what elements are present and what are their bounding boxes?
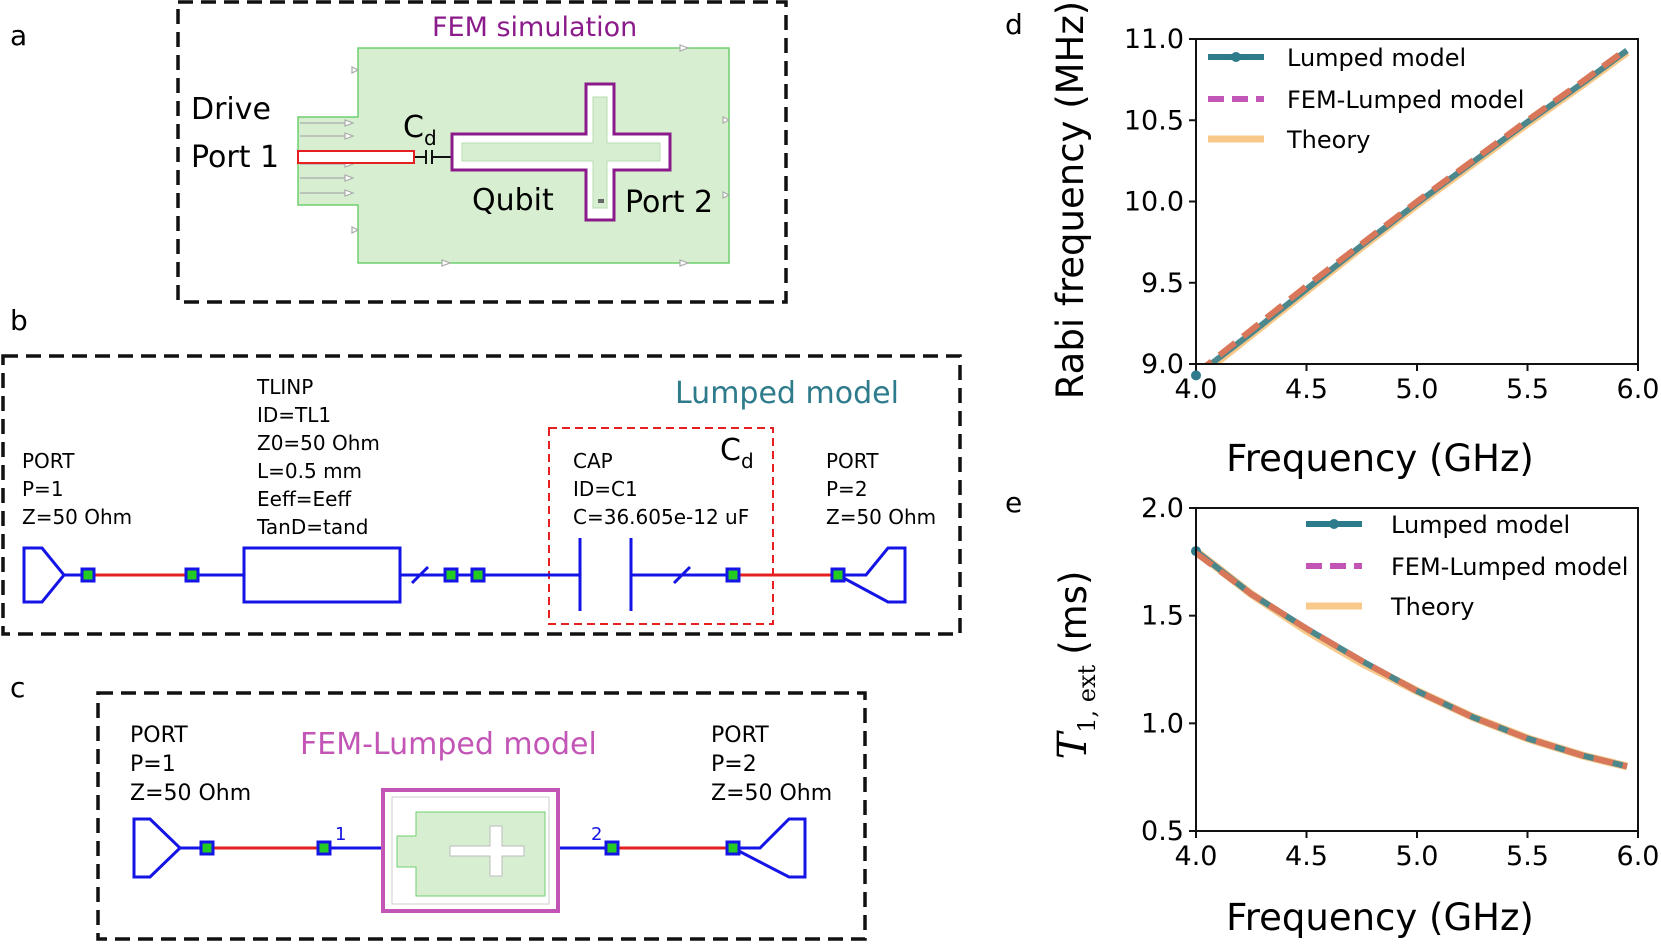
nodes-c [199, 840, 741, 856]
panel-letter-d: d [1005, 8, 1023, 41]
e-legend-theory: Theory [1390, 593, 1474, 621]
series-line-lumped [1196, 548, 1628, 770]
panel-b: b Lumped model PORT P=1 Z=50 Ohm TLINP I… [1, 304, 962, 636]
series-line-fem-lumped [1196, 550, 1628, 770]
d-legend-fem: FEM-Lumped model [1287, 86, 1524, 114]
series-line-theory [1196, 547, 1628, 771]
e-legend-fem: FEM-Lumped model [1391, 553, 1628, 581]
port-2-label: Port 2 [625, 185, 713, 220]
panel-letter-b: b [10, 304, 28, 337]
x-tick-label: 6.0 [1617, 841, 1660, 872]
d-y-axis-label: Rabi frequency (MHz) [1049, 1, 1092, 399]
x-tick-label: 5.0 [1396, 841, 1439, 872]
panel-c: c FEM-Lumped model PORT P=1 Z=50 Ohm POR… [10, 671, 867, 941]
y-tick-label: 1.5 [1141, 601, 1184, 632]
y-tick-label: 11.0 [1124, 24, 1184, 55]
port-1-label: Port 1 [191, 140, 279, 175]
qubit-label: Qubit [472, 183, 554, 218]
e-legend: Lumped model FEM-Lumped model Theory [1306, 511, 1628, 621]
series-point-lumped [1191, 370, 1201, 381]
wire-breaks [410, 565, 692, 585]
d-series-lines [1191, 46, 1630, 381]
qubit-inner [461, 96, 661, 209]
fem-block-qubit [449, 825, 525, 877]
y-tick-label: 9.5 [1141, 268, 1184, 299]
port-1-params: PORT P=1 Z=50 Ohm [22, 449, 132, 529]
e-y-axis-label: T1, ext(ms) [1050, 571, 1101, 760]
panel-a: a FEM simulation Cd Drive Port 1 Qubit P… [10, 0, 788, 304]
d-legend: Lumped model FEM-Lumped model Theory [1208, 44, 1524, 154]
y-tick-label: 2.0 [1141, 493, 1184, 524]
fem-lumped-model-title: FEM-Lumped model [300, 727, 597, 762]
cap-params: CAP ID=C1 C=36.605e-12 uF [573, 449, 749, 529]
y-tick-label: 0.5 [1141, 816, 1184, 847]
y-tick-label: 9.0 [1141, 349, 1184, 380]
x-tick-label: 5.0 [1396, 374, 1439, 405]
cd-highlight-box [548, 427, 774, 625]
cap-symbol [400, 538, 733, 611]
node-2-label: 2 [591, 824, 602, 845]
port-1-symbol [22, 546, 88, 604]
y-tick-label: 1.0 [1141, 708, 1184, 739]
panel-d: d Rabi frequency (MHz) Frequency (GHz) 4… [1005, 1, 1659, 480]
x-tick-label: 4.0 [1175, 841, 1218, 872]
y-tick-label: 10.5 [1124, 105, 1184, 136]
panel-a-frame [176, 0, 788, 304]
tlinp-params: TLINP ID=TL1 Z0=50 Ohm L=0.5 mm Eeff=Eef… [256, 375, 386, 539]
d-legend-marker [1231, 52, 1241, 62]
e-plot-frame [1195, 507, 1639, 832]
fem-simulation-title: FEM simulation [432, 12, 637, 43]
x-tick-label: 5.5 [1506, 841, 1549, 872]
panel-letter-e: e [1005, 486, 1022, 519]
e-legend-marker [1329, 519, 1339, 529]
port-2-symbol-c [732, 817, 807, 879]
d-legend-theory: Theory [1286, 126, 1370, 154]
lumped-model-title: Lumped model [675, 376, 899, 411]
port-1-params-c: PORT P=1 Z=50 Ohm [130, 723, 251, 806]
panel-letter-a: a [10, 19, 27, 52]
d-legend-lumped: Lumped model [1287, 44, 1466, 72]
tlinp-box [242, 546, 402, 604]
port-2-params: PORT P=2 Z=50 Ohm [826, 449, 936, 529]
panel-letter-c: c [10, 671, 25, 704]
panel-e: e T1, ext(ms) Frequency (GHz) 4.0 4.5 5.0 5… [1005, 486, 1659, 939]
e-legend-lumped: Lumped model [1391, 511, 1570, 539]
panel-b-frame [1, 354, 962, 636]
port-2-marker [598, 199, 604, 203]
d-x-axis-label: Frequency (GHz) [1226, 437, 1534, 480]
nodes-b [80, 567, 846, 583]
x-tick-label: 5.5 [1506, 374, 1549, 405]
x-tick-label: 6.0 [1617, 374, 1660, 405]
feedline [297, 150, 415, 164]
series-line-fem-lumped [1203, 46, 1629, 364]
port-1-symbol-c [132, 817, 207, 879]
y-tick-label: 10.0 [1124, 187, 1184, 218]
node-1-label: 1 [335, 824, 346, 845]
x-tick-label: 4.5 [1285, 841, 1328, 872]
port-2-params-c: PORT P=2 Z=50 Ohm [711, 723, 832, 806]
e-x-axis-label: Frequency (GHz) [1226, 896, 1534, 939]
e-ticks: 4.0 4.5 5.0 5.5 6.0 0.5 1.0 1.5 2.0 [1141, 493, 1659, 872]
d-plot-frame [1195, 38, 1639, 365]
cd-label: Cd [403, 110, 437, 150]
port-2-symbol [837, 546, 907, 604]
cd-capacitor-symbol [415, 150, 452, 164]
drive-label: Drive [191, 92, 271, 127]
cd-label-b: Cd [720, 433, 754, 473]
x-tick-label: 4.5 [1285, 374, 1328, 405]
